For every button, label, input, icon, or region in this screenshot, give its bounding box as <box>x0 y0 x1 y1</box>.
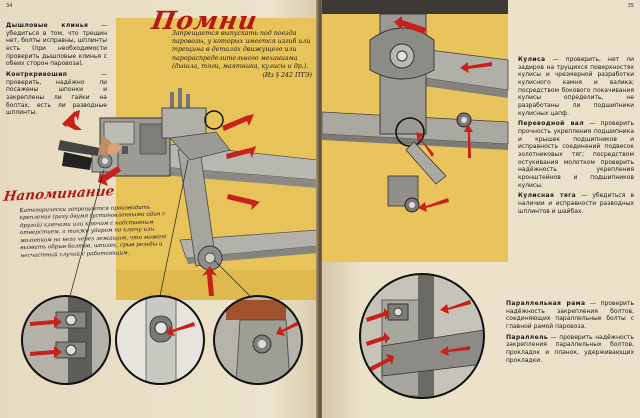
pomni-text: Запрещается выпускать под поезда паровоз… <box>172 30 312 79</box>
pomni-reference: (Из § 242 ПТЭ) <box>262 71 312 79</box>
red-arrows <box>62 110 260 296</box>
page-number: 35 <box>627 3 634 9</box>
wrench-with-hand <box>58 136 128 170</box>
page-number: 34 <box>6 3 13 9</box>
text-block-drawbar-wedges: Дышловые клинья — убедиться в том, что т… <box>6 22 107 68</box>
text-block-return-crank: Контркривошип — проверить, надёжно ли по… <box>6 71 107 117</box>
red-arrows <box>394 16 492 212</box>
detail-insets <box>21 159 303 385</box>
parallel-frame-inset <box>359 273 485 399</box>
valve-gear-frame <box>322 13 509 213</box>
inset-pointer-lines <box>69 159 251 297</box>
text-block-reverse-shaft: Переводной вал — проверить прочность укр… <box>518 120 634 189</box>
left-page: 34 Дышловые клинья — убедиться в том, чт… <box>0 0 318 418</box>
inspection-text-left: Дышловые клинья — убедиться в том, что т… <box>6 22 107 120</box>
text-block-link: Кулиса — проверить, нет ли задиров на тр… <box>518 56 634 117</box>
inset-link-joint <box>213 295 303 385</box>
valve-gear-illustration <box>58 88 318 296</box>
inspection-text-right-bottom: Параллельная рама — проверить надёжность… <box>506 300 634 367</box>
right-page: 35 <box>322 0 640 418</box>
crosshead-block <box>91 88 231 177</box>
inspection-text-right-top: Кулиса — проверить, нет ли задиров на тр… <box>518 56 634 218</box>
inset-bolts <box>21 295 111 385</box>
inset-crosshead-pin <box>115 295 205 385</box>
book-gutter <box>316 0 324 418</box>
text-block-parallel-frame: Параллельная рама — проверить надёжность… <box>506 300 634 331</box>
text-block-link-rod: Кулисная тяга — убедиться в наличии и ис… <box>518 192 634 215</box>
text-block-guide-bar: Параллель — проверить надёжность закрепл… <box>506 333 634 364</box>
radius-rod <box>177 149 223 271</box>
link-mechanism-illustration <box>322 0 509 262</box>
